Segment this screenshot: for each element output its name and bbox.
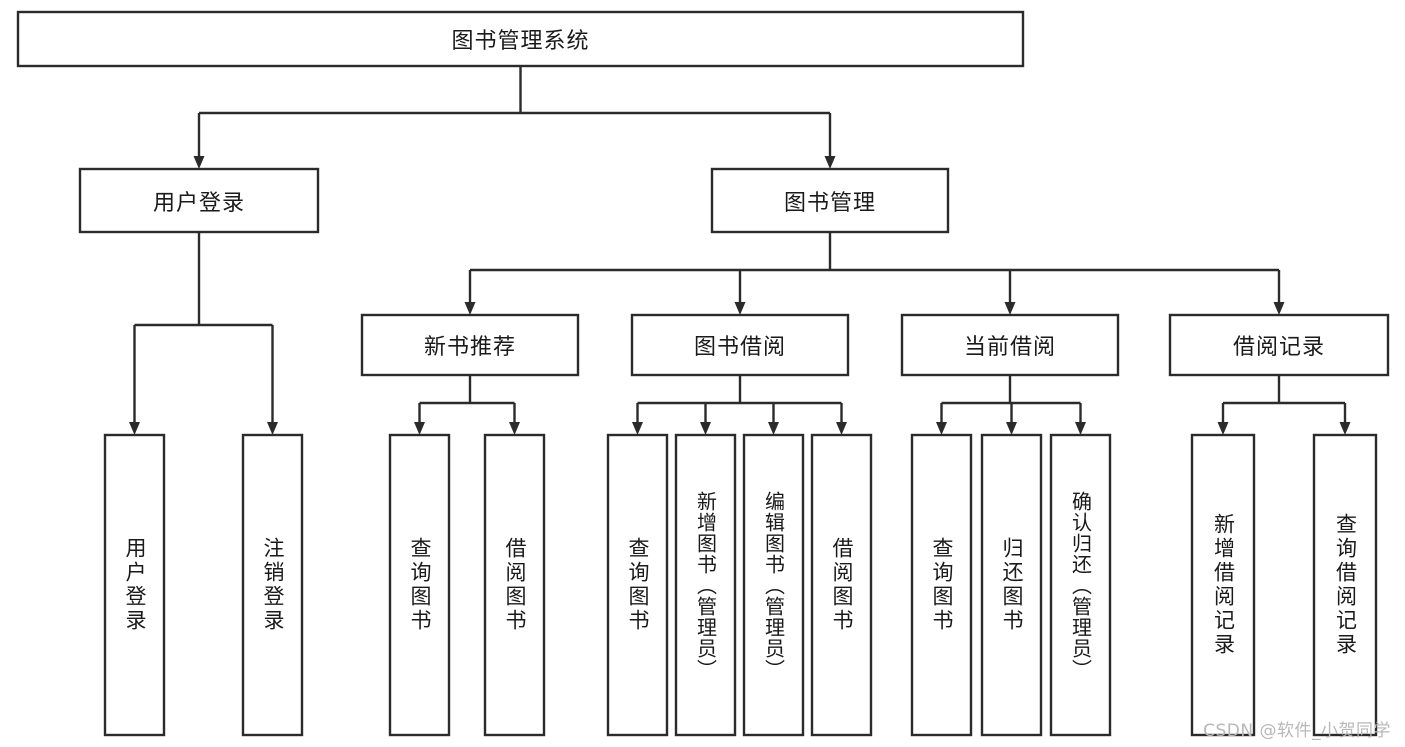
arrow-head [1006, 422, 1017, 435]
node-box-leaf-confirm-return[interactable] [1049, 433, 1112, 737]
arrow-head [267, 422, 278, 435]
node-box-leaf-return-book[interactable] [980, 433, 1043, 737]
node-box-current-borrow[interactable] [900, 313, 1120, 377]
node-box-borrow-record[interactable] [1168, 313, 1390, 377]
node-box-book-manage[interactable] [710, 167, 950, 234]
arrow-head [193, 156, 205, 169]
node-box-leaf-query-book-c[interactable] [910, 433, 973, 737]
arrow-head [700, 422, 711, 435]
arrow-head [129, 422, 140, 435]
node-box-leaf-user-logout[interactable] [241, 433, 304, 737]
node-box-leaf-add-record[interactable] [1190, 433, 1256, 737]
arrow-head [414, 422, 425, 435]
node-box-leaf-add-book-admin[interactable] [674, 433, 737, 737]
node-box-new-book-recommend[interactable] [360, 313, 580, 377]
node-box-user-login[interactable] [78, 167, 320, 234]
node-box-leaf-borrow-book-new[interactable] [483, 433, 546, 737]
node-box-root[interactable] [16, 10, 1025, 68]
node-box-leaf-query-book-new[interactable] [388, 433, 451, 737]
arrow-head [509, 422, 520, 435]
arrow-head [1273, 302, 1285, 315]
arrow-head [1075, 422, 1086, 435]
connector-layer [129, 66, 1351, 435]
node-box-leaf-borrow-book-b[interactable] [810, 433, 873, 737]
arrow-head [464, 302, 476, 315]
arrow-head [1004, 302, 1016, 315]
node-box-leaf-query-book-b[interactable] [606, 433, 669, 737]
node-box-book-borrow[interactable] [630, 313, 850, 377]
node-box-leaf-edit-book-admin[interactable] [742, 433, 805, 737]
arrow-head [936, 422, 947, 435]
arrow-head [824, 156, 836, 169]
node-box-leaf-query-record[interactable] [1312, 433, 1378, 737]
node-box-leaf-user-login[interactable] [103, 433, 166, 737]
arrow-head [734, 302, 746, 315]
arrow-head [1339, 422, 1351, 435]
arrow-head [768, 422, 779, 435]
arrow-head [632, 422, 643, 435]
arrow-head [836, 422, 847, 435]
arrow-head [1217, 422, 1229, 435]
box-layer [16, 10, 1390, 737]
